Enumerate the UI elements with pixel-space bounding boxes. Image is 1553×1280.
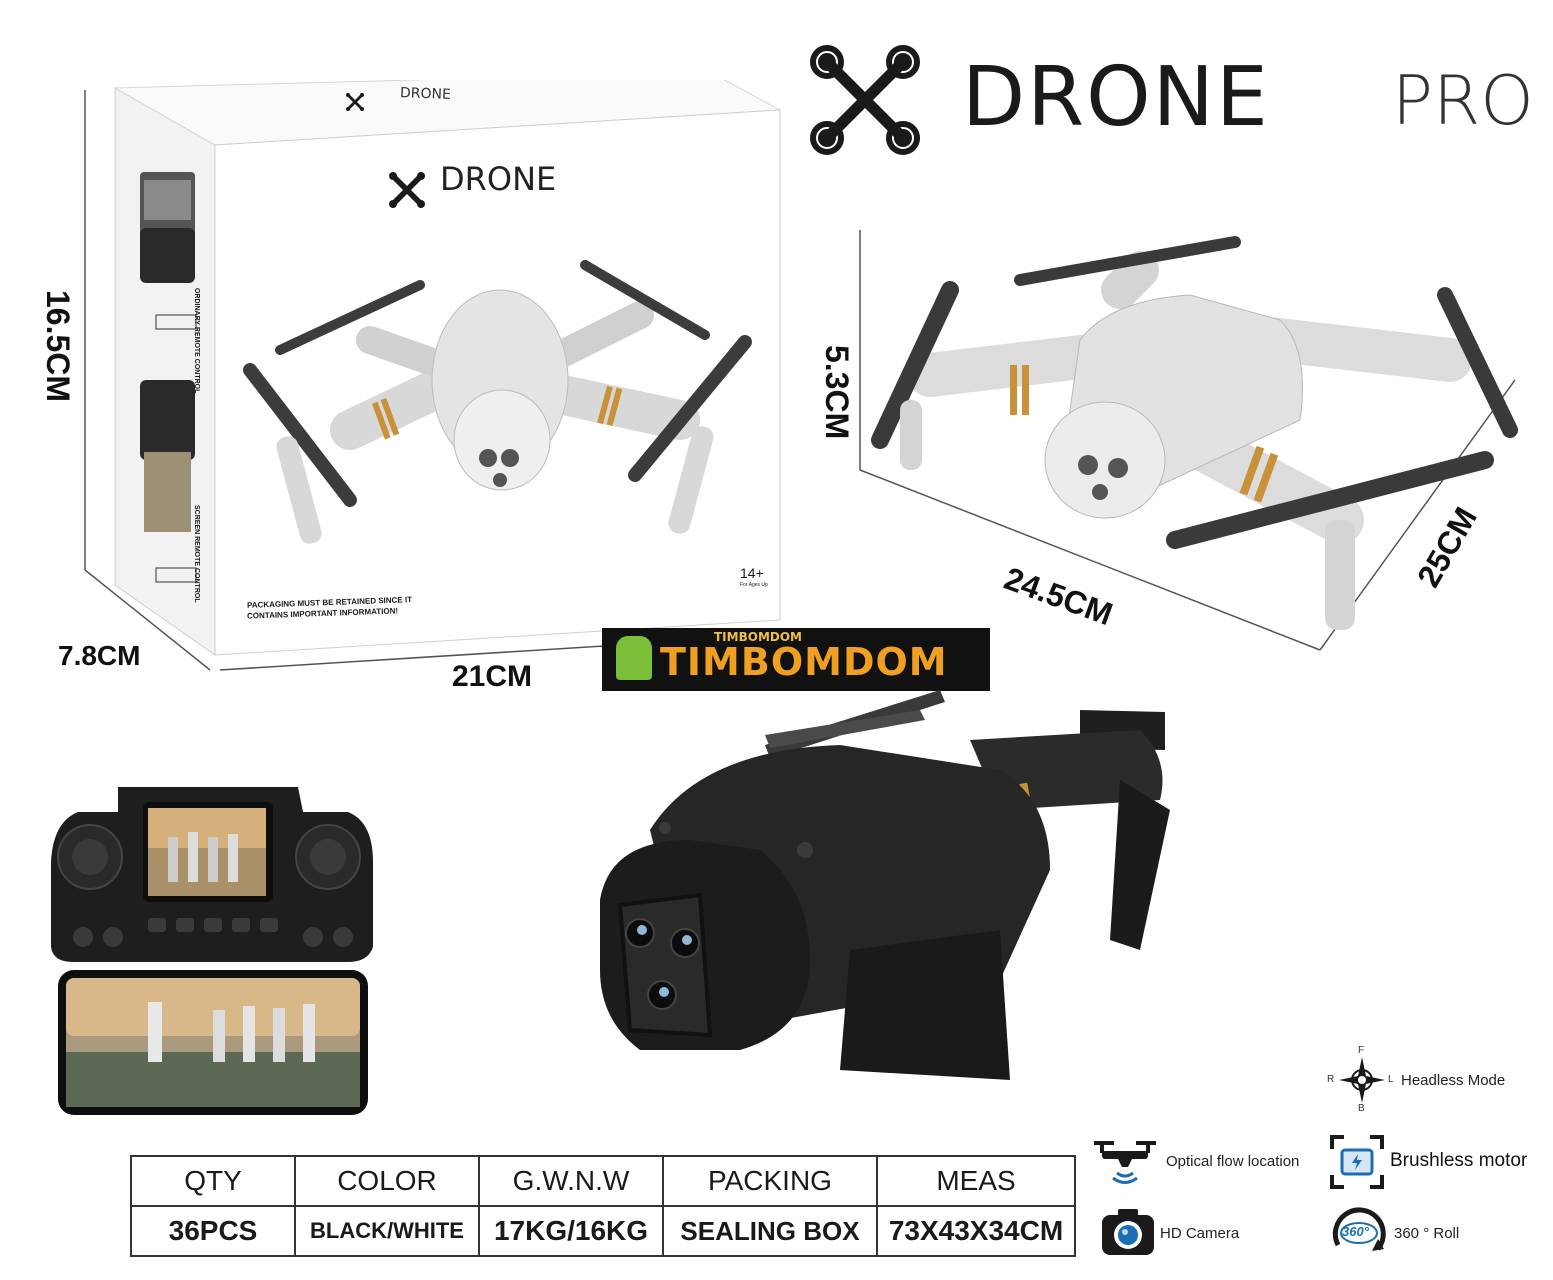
android-logo-icon [616, 636, 652, 680]
compass-l: L [1388, 1074, 1394, 1085]
spec-header-color: COLOR [294, 1155, 480, 1207]
box-side-label-1: ORDINARY REMOTE CONTROL [193, 288, 200, 394]
compass-f: F [1358, 1045, 1365, 1056]
box-side-label-2: SCREEN REMOTE CONTROL [193, 505, 200, 603]
drone-logo-icon [805, 45, 925, 155]
box-logo-text: DRONE [440, 160, 557, 198]
brand-title: DRONE [962, 50, 1270, 145]
dim-box-height: 16.5CM [40, 290, 76, 403]
spec-value-meas: 73X43X34CM [876, 1205, 1076, 1257]
spec-header-meas: MEAS [876, 1155, 1076, 1207]
spec-table: QTY COLOR G.W.N.W PACKING MEAS 36PCS BLA… [130, 1155, 1076, 1257]
dim-box-width: 21CM [452, 660, 533, 693]
spec-header-row: QTY COLOR G.W.N.W PACKING MEAS [130, 1155, 1076, 1207]
spec-value-weight: 17KG/16KG [478, 1205, 664, 1257]
spec-value-packing: SEALING BOX [662, 1205, 878, 1257]
box-age-sub: For Ages Up [740, 582, 768, 588]
feature-headless: F R L B Headless Mode [1325, 1045, 1545, 1115]
box-top-text: DRONE [399, 85, 452, 103]
headless-label: Headless Mode [1401, 1072, 1506, 1089]
feature-optical-flow: Optical flow location [1090, 1135, 1325, 1190]
camera-icon [1102, 1209, 1154, 1255]
compass-b: B [1358, 1103, 1365, 1114]
watermark: TIMBOMDOM TIMBOMDOM [602, 628, 990, 691]
spec-header-weight: G.W.N.W [478, 1155, 664, 1207]
compass-icon [1339, 1057, 1385, 1103]
box-age: 14+ [740, 565, 764, 581]
roll-360-icon [1332, 1207, 1386, 1251]
remote-controller [51, 787, 373, 1115]
spec-header-packing: PACKING [662, 1155, 878, 1207]
packaging-box [84, 80, 782, 671]
brand-suffix: PRO [1392, 62, 1534, 141]
optical-flow-label: Optical flow location [1166, 1153, 1300, 1170]
hd-camera-label: HD Camera [1160, 1225, 1240, 1242]
compass-r: R [1327, 1074, 1335, 1085]
feature-hd-camera: HD Camera [1100, 1205, 1290, 1260]
brushless-motor-icon [1330, 1135, 1384, 1189]
spec-value-qty: 36PCS [130, 1205, 296, 1257]
spec-value-row: 36PCS BLACK/WHITE 17KG/16KG SEALING BOX … [130, 1205, 1076, 1257]
spec-value-color: BLACK/WHITE [294, 1205, 480, 1257]
dim-box-depth: 7.8CM [58, 640, 141, 671]
roll-label: 360 ° Roll [1394, 1225, 1460, 1242]
roll-badge: 360° [1342, 1224, 1369, 1239]
spec-header-qty: QTY [130, 1155, 296, 1207]
watermark-text: TIMBOMDOM [660, 640, 948, 684]
feature-360-roll: 360° 360 ° Roll [1330, 1205, 1530, 1265]
feature-brushless: Brushless motor [1328, 1133, 1548, 1193]
brushless-label: Brushless motor [1390, 1150, 1528, 1171]
watermark-small: TIMBOMDOM [714, 630, 802, 644]
dim-drone-height: 5.3CM [819, 345, 855, 440]
black-drone [600, 690, 1170, 1080]
white-drone [859, 230, 1518, 651]
optical-flow-icon [1094, 1141, 1156, 1184]
